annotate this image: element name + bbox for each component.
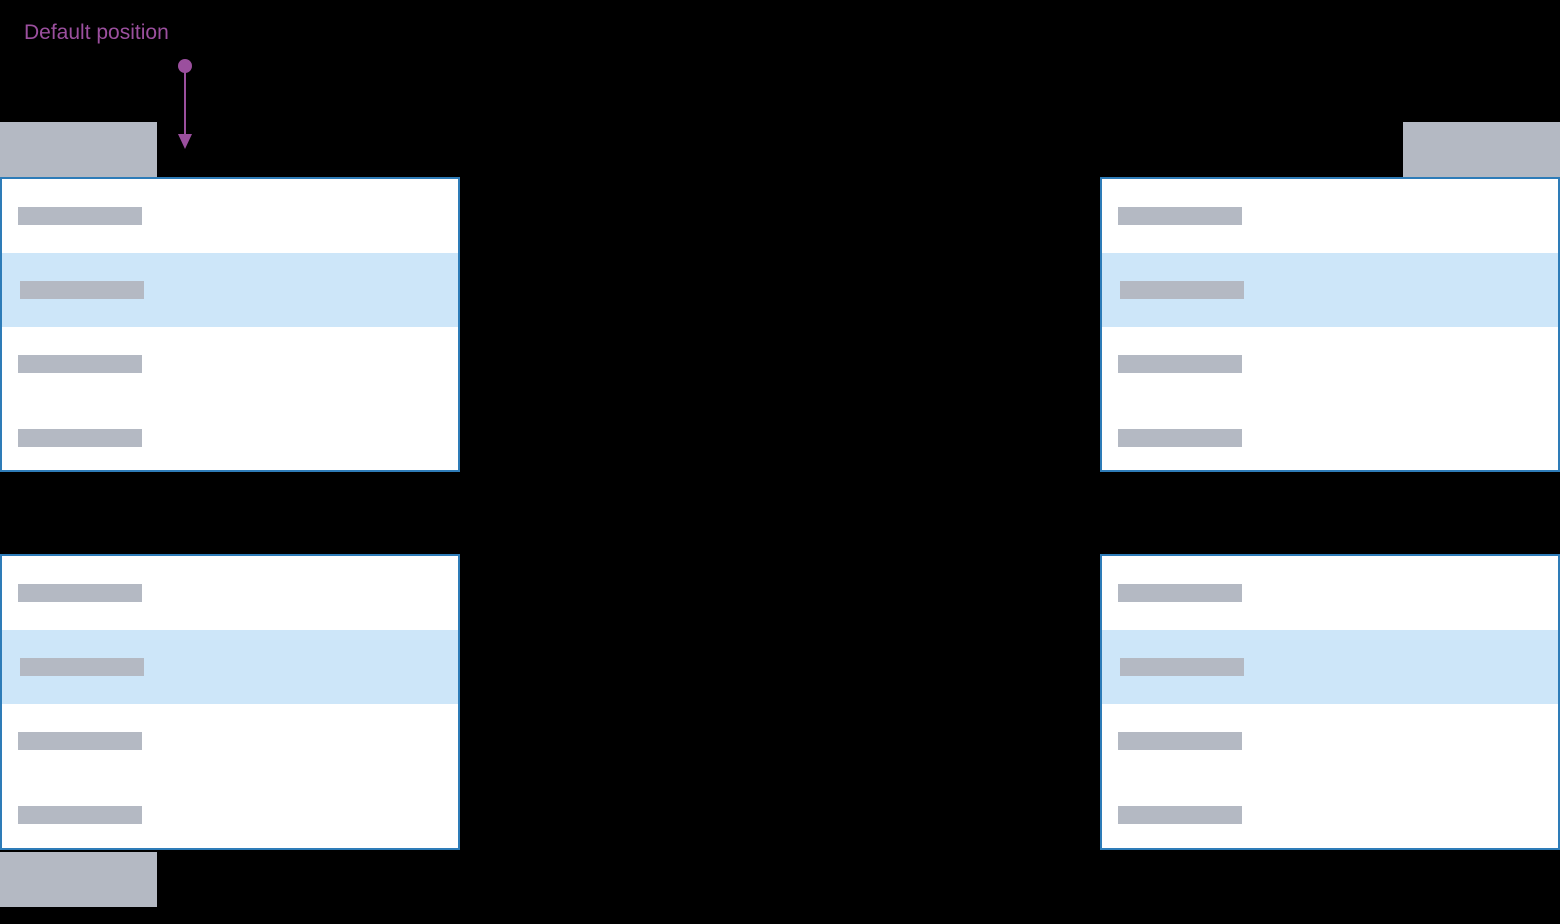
list-item[interactable]: [1102, 327, 1558, 401]
placeholder-bar: [1118, 584, 1242, 602]
placeholder-bar: [1120, 281, 1244, 299]
list-item[interactable]: [1102, 778, 1558, 848]
default-position-annotation-label: Default position: [24, 21, 169, 44]
flyout-panel-bottom-left[interactable]: [0, 554, 460, 850]
placeholder-bar: [18, 806, 142, 824]
list-item[interactable]: [2, 556, 458, 630]
anchor-block-top-left[interactable]: [0, 122, 157, 177]
placeholder-bar: [1118, 355, 1242, 373]
placeholder-bar: [1120, 658, 1244, 676]
placeholder-bar: [18, 429, 142, 447]
placeholder-bar: [20, 281, 144, 299]
flyout-panel-top-left[interactable]: [0, 177, 460, 472]
placeholder-bar: [1118, 207, 1242, 225]
list-item[interactable]: [2, 778, 458, 848]
anchor-block-top-right[interactable]: [1403, 122, 1560, 177]
list-item[interactable]: [1102, 253, 1558, 327]
placeholder-bar: [1118, 429, 1242, 447]
placeholder-bar: [18, 732, 142, 750]
list-item[interactable]: [1102, 704, 1558, 778]
list-item[interactable]: [1102, 630, 1558, 704]
list-item[interactable]: [1102, 401, 1558, 470]
list-item[interactable]: [2, 179, 458, 253]
list-item[interactable]: [2, 401, 458, 470]
anchor-block-bottom-left[interactable]: [0, 852, 157, 907]
flyout-panel-top-right[interactable]: [1100, 177, 1560, 472]
list-item[interactable]: [2, 630, 458, 704]
list-item[interactable]: [1102, 556, 1558, 630]
list-item[interactable]: [2, 327, 458, 401]
placeholder-bar: [18, 355, 142, 373]
placeholder-bar: [1118, 732, 1242, 750]
flyout-panel-bottom-right[interactable]: [1100, 554, 1560, 850]
down-arrow-with-dot-icon: [167, 54, 203, 154]
list-item[interactable]: [1102, 179, 1558, 253]
placeholder-bar: [18, 584, 142, 602]
list-item[interactable]: [2, 704, 458, 778]
list-item[interactable]: [2, 253, 458, 327]
placeholder-bar: [1118, 806, 1242, 824]
placeholder-bar: [20, 658, 144, 676]
placeholder-bar: [18, 207, 142, 225]
